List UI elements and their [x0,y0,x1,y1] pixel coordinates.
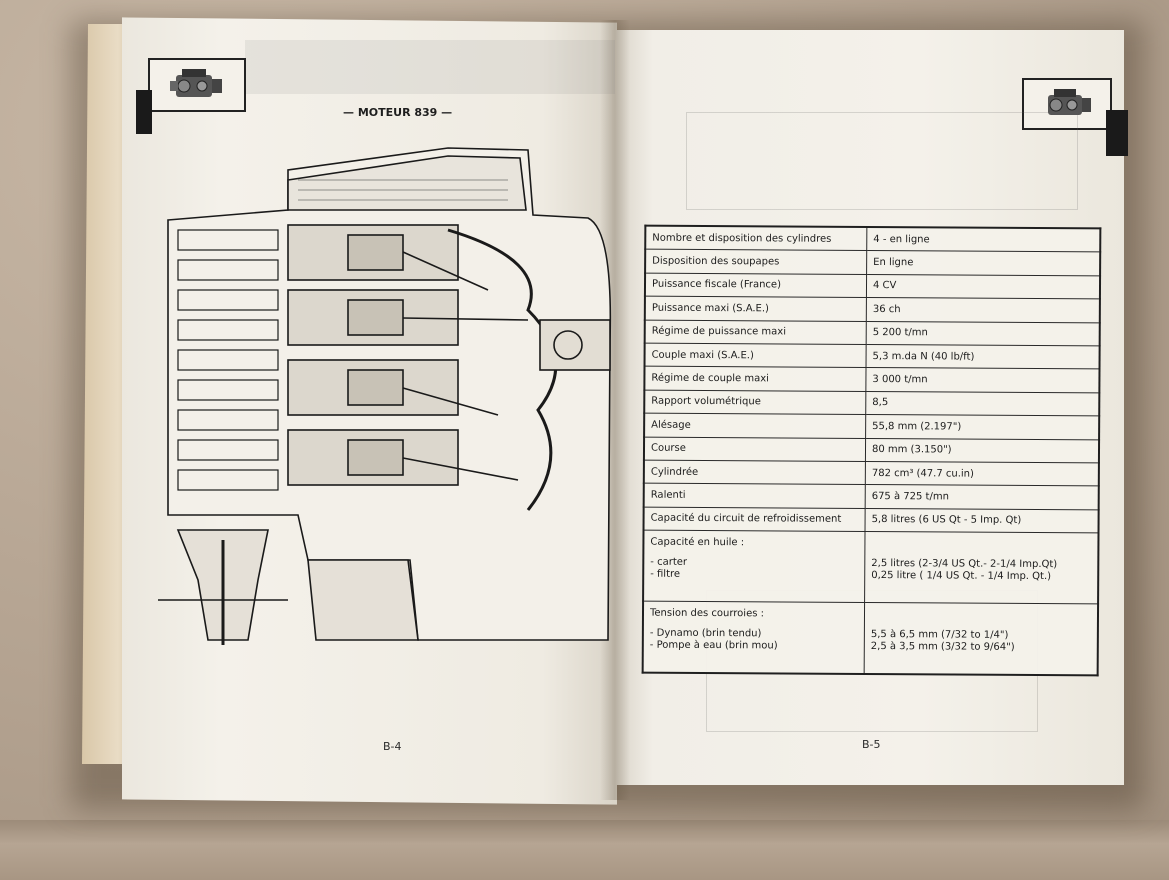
cushion-seam [0,820,1169,880]
spec-label: Puissance maxi (S.A.E.) [644,296,867,322]
spec-label: Rapport volumétrique [644,389,866,415]
spec-value: 55,8 mm (2.197") [865,414,1100,440]
spec-label: Course [643,436,866,462]
bleed-through-header [245,40,615,94]
oil-capacity-labels: Capacité en huile : - carter- filtre [643,530,866,603]
spec-value: 5 200 t/mn [866,321,1100,346]
spec-label: Cylindrée [643,460,866,485]
engine-thumbnail-right [1022,78,1112,130]
spec-value: 782 cm³ (47.7 cu.in) [865,461,1099,487]
spec-value: 3 000 t/mn [865,367,1100,393]
section-tab-right [1106,110,1128,156]
spec-label: Nombre et disposition des cylindres [645,225,867,251]
engine-title: — MOTEUR 839 — [343,106,453,119]
spec-value: 4 - en ligne [866,226,1101,253]
engine-cutaway-diagram [158,147,612,645]
spec-row: Puissance maxi (S.A.E.)36 ch [644,296,1100,323]
oil-capacity: Capacité en huile : - carter- filtre 2,5 l… [643,530,1099,604]
engine-thumb-icon [1048,89,1091,115]
oil-capacity-item-value: 0,25 litre ( 1/4 US Qt. - 1/4 Imp. Qt.) [871,570,1052,583]
section-tab-left [136,90,152,134]
belt-tension-item-label: - Pompe à eau (brin mou) [649,639,778,652]
spec-row: Couple maxi (S.A.E.)5,3 m.da N (40 lb/ft… [644,343,1100,370]
spec-value: 4 CV [866,274,1101,300]
belt-tension-labels: Tension des courroies :- Dynamo (brin te… [642,601,865,675]
engine-thumbnail-left [148,58,246,112]
page-number-left: B-4 [383,740,402,753]
oil-capacity-values: 2,5 litres (2-3/4 US Qt.- 2-1/4 Imp.Qt)0… [864,531,1099,604]
spec-label: Ralenti [643,483,866,509]
belt-tension-heading: Tension des courroies : [649,607,765,620]
belt-tension-item-value: 2,5 à 3,5 mm (3/32 to 9/64") [870,641,1015,653]
spec-label: Capacité du circuit de refroidissement [643,506,866,532]
spec-value: 5,3 m.da N (40 lb/ft) [866,344,1100,370]
oil-capacity-heading: Capacité en huile : [650,536,745,549]
spec-value: 675 à 725 t/mn [865,484,1099,510]
page-number-right: B-5 [862,738,881,751]
belt-tension: Tension des courroies :- Dynamo (brin te… [642,601,1099,676]
spec-label: Régime de couple maxi [644,366,867,392]
spec-label: Puissance fiscale (France) [644,272,867,298]
spec-row: Puissance fiscale (France)4 CV [644,272,1101,300]
spec-label: Régime de puissance maxi [644,319,867,345]
spec-label: Alésage [644,413,866,438]
engine-thumb-icon [170,69,222,97]
spec-value: En ligne [866,250,1101,276]
oil-capacity-item-label: - filtre [650,568,681,580]
spec-label: Couple maxi (S.A.E.) [644,343,867,368]
spec-value: 80 mm (3.150") [865,437,1100,463]
spec-value: 36 ch [866,297,1100,323]
spec-value: 8,5 [865,391,1100,417]
spec-value: 5,8 litres (6 US Qt - 5 Imp. Qt) [865,508,1099,533]
bleed-through-table [686,112,1078,210]
oil-capacity-item-label: - carter [650,556,688,568]
spec-label: Disposition des soupapes [645,249,867,275]
belt-tension-values: 5,5 à 6,5 mm (7/32 to 1/4")2,5 à 3,5 mm … [864,602,1099,676]
